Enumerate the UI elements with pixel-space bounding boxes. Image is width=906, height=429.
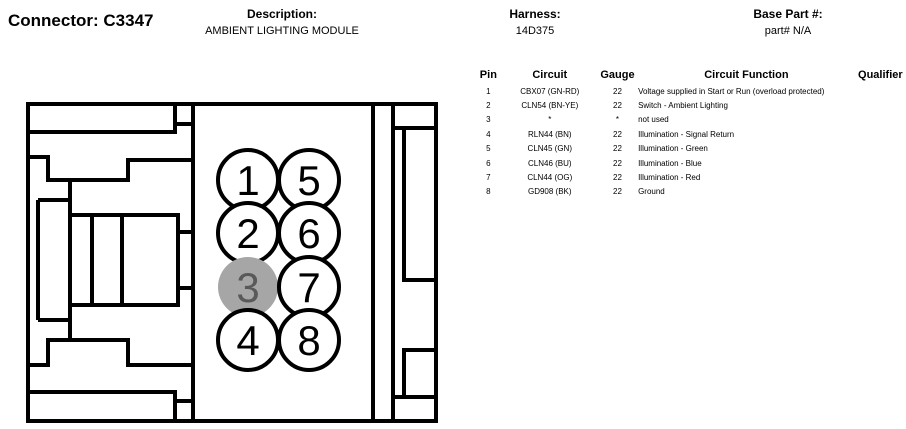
cell-qualifier — [855, 185, 906, 199]
pin-3: 3 — [218, 257, 278, 317]
pin-label: 3 — [236, 264, 259, 311]
cell-function: not used — [638, 115, 669, 125]
cell-circuit: GD908 (BK) — [527, 187, 572, 197]
pin-cavity — [191, 102, 375, 423]
col-header-gauge: Gauge — [600, 69, 635, 81]
cell-gauge: 22 — [613, 86, 622, 96]
cell-pin: 1 — [486, 86, 491, 96]
pin-4: 4 — [216, 308, 280, 372]
table-row: 1 CBX07 (GN-RD) 22 Voltage supplied in S… — [474, 84, 906, 98]
cell-function: Illumination - Green — [638, 144, 708, 154]
left-latch-window — [70, 213, 180, 307]
cell-pin: 7 — [486, 173, 491, 183]
cell-circuit: CLN46 (BU) — [527, 158, 572, 168]
table-row: 5 CLN45 (GN) 22 Illumination - Green — [474, 142, 906, 156]
col-header-circuit: Circuit — [532, 69, 568, 81]
cell-gauge: 22 — [613, 144, 622, 154]
cell-gauge: * — [615, 115, 620, 125]
left-bottom-ledge — [28, 390, 193, 421]
cell-gauge: 22 — [613, 129, 622, 139]
left-latch-tab — [36, 198, 70, 322]
col-header-pin: Pin — [479, 69, 497, 81]
pin-6: 6 — [277, 201, 341, 265]
pin-label: 8 — [297, 317, 320, 364]
pin-label: 7 — [297, 264, 320, 311]
cell-qualifier — [855, 156, 906, 170]
pin-label: 2 — [236, 210, 259, 257]
pin-5: 5 — [277, 148, 341, 212]
cell-pin: 4 — [486, 129, 491, 139]
pin-8: 8 — [277, 308, 341, 372]
cell-circuit: CLN44 (OG) — [527, 173, 573, 183]
table-row: 8 GD908 (BK) 22 Ground — [474, 185, 906, 199]
cell-qualifier — [855, 142, 906, 156]
pin-label: 4 — [236, 317, 259, 364]
col-header-circuit-function: Circuit Function — [704, 69, 789, 81]
base-part-value: part# N/A — [764, 25, 812, 37]
left-latch-inner — [70, 158, 193, 367]
cell-function: Ground — [638, 187, 665, 197]
right-lock-tabs — [402, 128, 436, 397]
cell-gauge: 22 — [613, 101, 622, 111]
col-header-qualifier: Qualifier — [858, 69, 903, 81]
cell-pin: 6 — [486, 158, 491, 168]
cell-qualifier — [855, 98, 906, 112]
pin-table: Pin Circuit Gauge Circuit Function Quali… — [474, 66, 906, 199]
cell-circuit: CLN54 (BN-YE) — [521, 101, 579, 111]
left-latch-outer — [28, 155, 72, 367]
pin-label: 6 — [297, 210, 320, 257]
cell-circuit: CBX07 (GN-RD) — [520, 86, 580, 96]
cell-qualifier — [855, 84, 906, 98]
cell-qualifier — [855, 127, 906, 141]
cell-function: Illumination - Red — [638, 173, 701, 183]
table-header-row: Pin Circuit Gauge Circuit Function Quali… — [474, 66, 906, 84]
connector-housing — [26, 102, 438, 423]
cell-gauge: 22 — [613, 187, 622, 197]
cell-function: Switch - Ambient Lighting — [638, 101, 728, 111]
cell-gauge: 22 — [613, 173, 622, 183]
cell-circuit: * — [548, 115, 552, 125]
table-row: 7 CLN44 (OG) 22 Illumination - Red — [474, 170, 906, 184]
right-ledges — [393, 126, 436, 399]
description-value: AMBIENT LIGHTING MODULE — [205, 25, 359, 37]
cell-circuit: RLN44 (BN) — [527, 129, 572, 139]
cell-gauge: 22 — [613, 158, 622, 168]
cell-qualifier — [855, 113, 906, 127]
table-row: 6 CLN46 (BU) 22 Illumination - Blue — [474, 156, 906, 170]
pin-label: 1 — [236, 157, 259, 204]
cell-pin: 8 — [486, 187, 491, 197]
table-row: 4 RLN44 (BN) 22 Illumination - Signal Re… — [474, 127, 906, 141]
harness-label: Harness: — [509, 7, 561, 21]
table-row: 2 CLN54 (BN-YE) 22 Switch - Ambient Ligh… — [474, 98, 906, 112]
cell-function: Voltage supplied in Start or Run (overlo… — [638, 86, 825, 96]
left-latch-connector — [178, 230, 193, 290]
table-row: 3 * * not used — [474, 113, 906, 127]
pin-2: 2 — [216, 201, 280, 265]
pin-circle — [277, 308, 341, 372]
description-label: Description: — [246, 7, 317, 21]
cell-pin: 2 — [486, 101, 491, 111]
pin-circle — [218, 257, 278, 317]
cell-qualifier — [855, 170, 906, 184]
cell-function: Illumination - Blue — [638, 158, 702, 168]
cell-pin: 3 — [486, 115, 491, 125]
cell-function: Illumination - Signal Return — [638, 129, 735, 139]
cell-circuit: CLN45 (GN) — [527, 144, 572, 154]
pin-label: 5 — [297, 157, 320, 204]
cell-pin: 5 — [486, 144, 491, 154]
base-part-label: Base Part #: — [753, 7, 823, 21]
harness-value: 14D375 — [515, 25, 555, 37]
connector-title: Connector: C3347 — [8, 11, 154, 30]
left-top-ledge — [28, 104, 193, 134]
